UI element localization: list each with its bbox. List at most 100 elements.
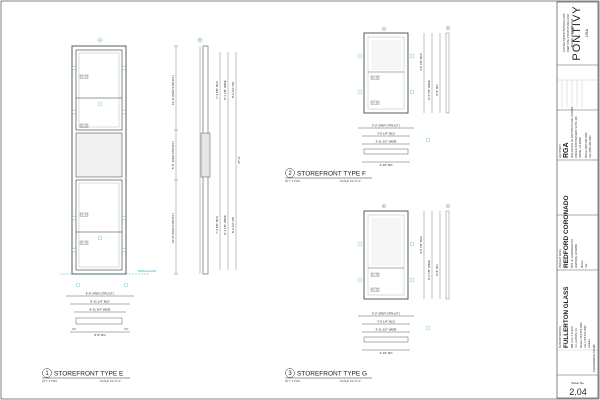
view-scale: SCALE: 1/2"=1'-0" xyxy=(100,379,121,383)
sheet-number: 2.04 xyxy=(569,387,587,397)
revision-table xyxy=(557,79,598,108)
dimension-text: 3/4" xyxy=(72,327,77,331)
dimension-text: 3'-0 1/4" BLD xyxy=(377,320,395,324)
storefront-type-g: E GL-03 GL-02 4'-5 7/8" BLD 8'-4 7/8" WI… xyxy=(285,203,451,383)
dimension-text: 3'-0 1/4" BLD xyxy=(377,132,395,136)
dimension-text: 3'-10" RO xyxy=(380,163,394,167)
grid-label: D xyxy=(447,26,449,30)
contractor-phone: Phone: (714) 871-3220 xyxy=(580,322,583,348)
detail-callouts xyxy=(357,241,415,283)
view-number: 2 xyxy=(288,171,292,177)
dimension-text: 7'-4 5/8" BLD xyxy=(215,215,219,233)
glass-tag-label: GL-02 xyxy=(80,124,88,128)
dimension-text: 37'-0" xyxy=(237,156,241,164)
dimension-text: 3'-2" (PER STRUCT.) xyxy=(372,124,400,128)
glass-tag xyxy=(370,272,380,277)
dimension-text: 8'-4 7/8" WIDE xyxy=(427,80,431,100)
view-scale: SCALE: 1/2"=1'-0" xyxy=(340,179,361,183)
grid-label: A xyxy=(99,38,101,42)
dimension-text: 3'-2" (PER STRUCT.) xyxy=(372,312,400,316)
glass-pane xyxy=(367,36,405,110)
frame-outline xyxy=(363,210,409,300)
dimension-text: 7'-4 5/8" BLD xyxy=(215,80,219,98)
plan-section xyxy=(358,127,414,163)
glass-tag xyxy=(79,74,89,79)
dimension-text: 10'-0" (PER STRUCT.) xyxy=(171,213,175,243)
upper-light xyxy=(371,218,401,266)
vertical-dimension-lines xyxy=(423,32,450,114)
contractor-name: FULLERTON GLASS xyxy=(563,287,570,348)
storefront-type-e: A GL-03 GL-02 GL-03 GL-02 xyxy=(42,37,241,383)
view-qty: QTY: X TWO xyxy=(42,379,57,383)
architect-line: RGA OFFICE OF ARCHITECTURAL DESIGN xyxy=(571,107,574,158)
view-number: 1 xyxy=(45,371,49,377)
spandrel-panel xyxy=(75,132,123,178)
architect-name: RGA xyxy=(563,142,570,158)
architect-line: 15231 ALTON PARKWAY, SUITE 100 xyxy=(575,116,578,158)
view-number-circle xyxy=(42,368,52,378)
project-line: ANAHEIM, CA 92806 xyxy=(575,244,578,268)
dimension-text: 10'-0" (PER STRUCT.) xyxy=(171,75,175,105)
architect-phone: Phone: (949) 341-0920 xyxy=(585,132,588,158)
glass-tag xyxy=(79,240,89,245)
view-title: STOREFRONT TYPE E xyxy=(54,371,124,378)
project-label: PROJECT NAME xyxy=(559,249,562,268)
contractor-line: 885 S.ALLY PLACE xyxy=(571,326,574,348)
dimension-text: 5'-5" (PER STRUCT.) xyxy=(171,141,175,169)
glass-tag xyxy=(370,75,380,80)
glass-tag-label: GL-03 xyxy=(80,75,88,79)
dimension-text: 8'-11 3/4" WIDE xyxy=(89,308,110,312)
brand-contact: CONTACT@PONTIVYUSA.COM xyxy=(562,14,566,52)
glass-tag xyxy=(79,123,89,128)
vertical-dimension-lines xyxy=(174,45,237,275)
view-title: STOREFRONT TYPE G xyxy=(297,371,367,378)
grid-bubble xyxy=(75,282,81,288)
plan-section xyxy=(358,315,414,351)
grid-label: F xyxy=(447,204,449,208)
dimension-text: 8'-9 1/2" RO xyxy=(231,216,235,233)
dimension-text: 4'-5 7/8" BLD xyxy=(419,52,423,70)
upper-glass-unit xyxy=(75,49,123,131)
brand-phone: PHONE: (323) 888-4720 xyxy=(570,18,574,47)
view-qty: QTY: X TWO xyxy=(285,379,300,383)
project-fax: Fax: xyxy=(585,263,588,268)
plan-section xyxy=(66,295,134,333)
dimension-text: 8'-0" (PER STRUCT.) xyxy=(86,292,114,296)
view-number: 3 xyxy=(288,371,292,377)
upper-light xyxy=(371,40,401,70)
dimension-text: 8'-8" RO xyxy=(435,84,439,96)
brand-name: PONTIVY xyxy=(571,5,583,60)
vertical-dimension-lines xyxy=(423,210,450,300)
view-qty: QTY: X TWO xyxy=(285,179,300,183)
lower-glass-pane xyxy=(78,182,120,268)
grid-bubble xyxy=(425,325,431,331)
contractor-fax: Fax: (714) 871-3222 xyxy=(584,325,587,348)
glass-tag-label: GL-02 xyxy=(80,241,88,245)
dimension-text: 8'-1 1/8" WIDE xyxy=(223,215,227,235)
grid-label: E xyxy=(383,204,385,208)
glass-tag-label: GL-03 xyxy=(371,273,379,277)
frame-outline xyxy=(363,32,409,114)
project-name: REDFORD CORONADO xyxy=(563,195,570,268)
glass-tag-label: GL-02 xyxy=(371,288,379,292)
title-block: PONTIVY USA CONTACT@PONTIVYUSA.COM WEB S… xyxy=(556,1,599,399)
grid-bubble xyxy=(381,203,387,209)
dimension-text: 8'-8" RO xyxy=(435,264,439,276)
dimension-text: 8'-9 1/2" RO xyxy=(231,81,235,98)
dimension-text: 8'-11 1/4" BLD xyxy=(90,300,110,304)
glass-tag xyxy=(370,100,380,105)
dimension-text: 8'-5" RO xyxy=(94,333,106,337)
dimension-text: 3/4" xyxy=(124,327,129,331)
spandrel-stipple xyxy=(81,137,119,174)
contractor-line: FULLERTON, CA xyxy=(575,328,578,348)
finish-floor-label: FINISH FLOOR xyxy=(138,269,156,273)
project-phone: Phone: xyxy=(581,260,584,268)
grid-label: C xyxy=(383,27,385,31)
project-line: 2671 W. CORONADO RD xyxy=(571,239,574,268)
view-number-circle xyxy=(285,168,295,178)
view-number-circle xyxy=(285,368,295,378)
dimension-text: 8'-1 1/8" WIDE xyxy=(223,80,227,100)
